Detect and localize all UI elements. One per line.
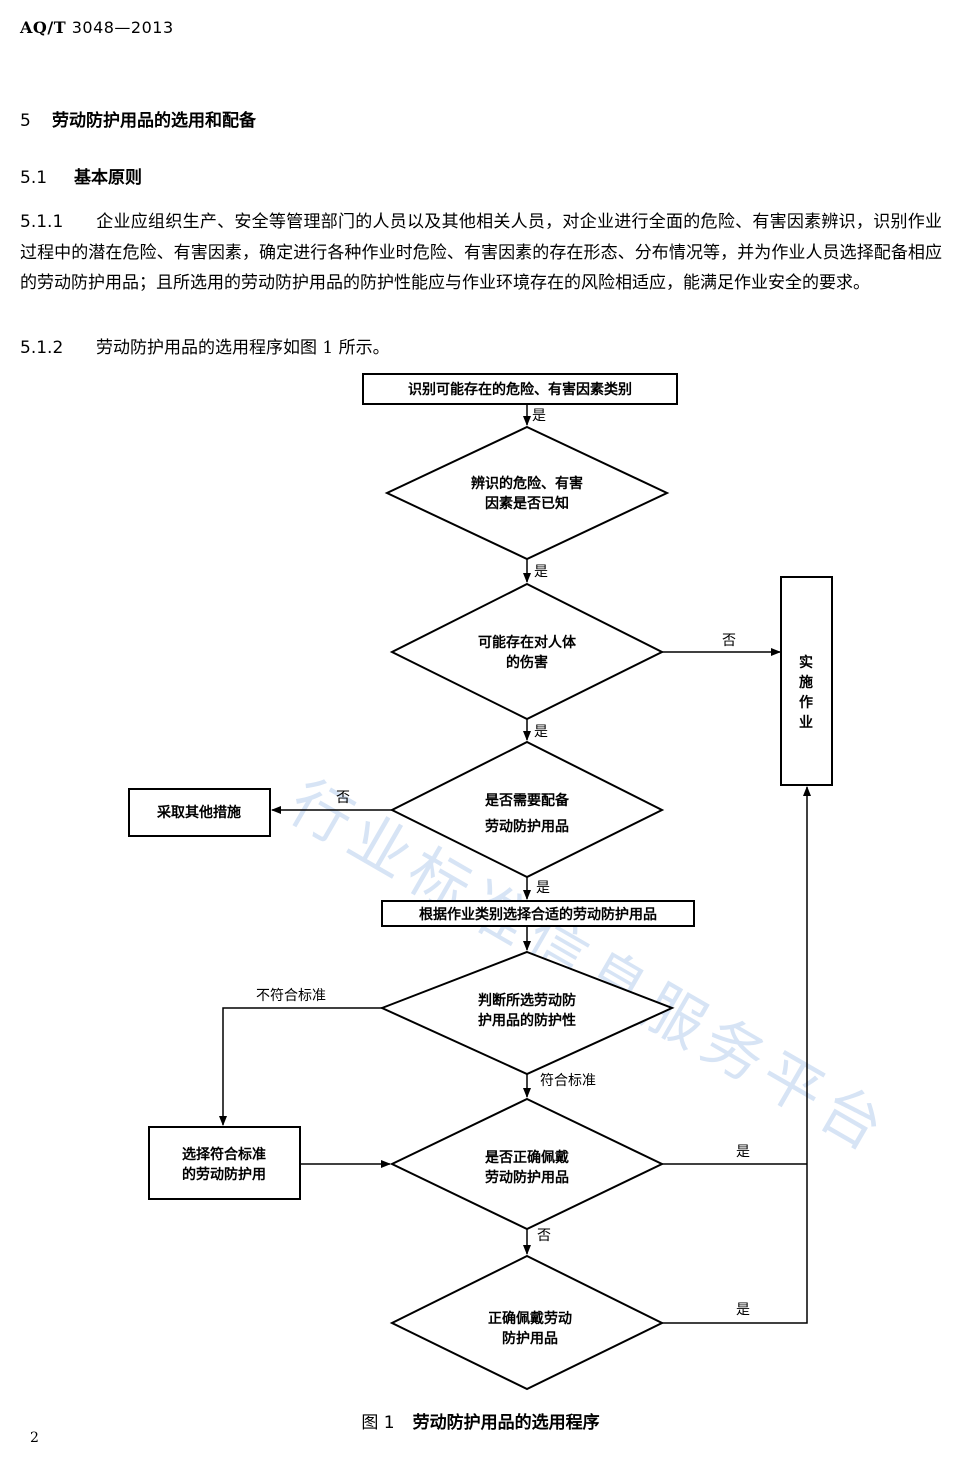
- standard-number: 3048—2013: [71, 18, 174, 37]
- clause-text: 劳动防护用品的选用程序如图 1 所示。: [96, 338, 390, 358]
- arrow-d4-choose-std: [219, 1007, 382, 1126]
- decision-label: 的伤害: [506, 654, 548, 671]
- other-measures-box: [128, 788, 271, 837]
- section-number: 5: [20, 111, 31, 131]
- implement-work-box: [780, 576, 833, 786]
- clause-number: 5.1.1: [20, 212, 64, 232]
- decision-label: 劳动防护用品: [485, 818, 569, 835]
- paragraph-5-1-2: 5.1.2 劳动防护用品的选用程序如图 1 所示。: [20, 333, 942, 364]
- yes-label: 是: [736, 1144, 750, 1160]
- decision-label: 判断所选劳动防: [478, 992, 576, 1009]
- choose-standard-label: 的劳动防护用: [182, 1166, 266, 1183]
- section-5-heading: 5 劳动防护用品的选用和配备: [20, 106, 256, 131]
- section-title: 劳动防护用品的选用和配备: [52, 111, 256, 131]
- yes-label: 是: [534, 724, 548, 740]
- select-ppe-label: 根据作业类别选择合适的劳动防护用品: [419, 906, 657, 923]
- decision-label: 可能存在对人体: [478, 634, 577, 651]
- section-title: 基本原则: [74, 168, 142, 188]
- clause-number: 5.1.2: [20, 338, 64, 358]
- choose-standard-box: [148, 1126, 301, 1200]
- arrow-d6-work: [662, 786, 811, 1324]
- decision-label: 因素是否已知: [485, 495, 569, 512]
- standard-header: AQ/T 3048—2013: [20, 18, 174, 37]
- yes-label: 是: [536, 880, 550, 896]
- figure-caption: 图 1 劳动防护用品的选用程序: [0, 1408, 961, 1433]
- other-measures-label: 采取其他措施: [156, 804, 241, 821]
- yes-label: 是: [532, 408, 546, 424]
- no-label: 否: [537, 1228, 551, 1244]
- start-box-label: 识别可能存在的危险、有害因素类别: [408, 381, 632, 398]
- no-label: 否: [722, 633, 736, 649]
- decision-wear-correctly: [389, 1254, 665, 1391]
- decision-label: 辨识的危险、有害: [471, 475, 583, 492]
- not-meets-std-label: 不符合标准: [256, 988, 326, 1004]
- choose-standard-label: 选择符合标准: [182, 1146, 266, 1163]
- decision-label: 是否正确佩戴: [485, 1149, 569, 1166]
- page-number: 2: [30, 1430, 39, 1446]
- figure-title: 劳动防护用品的选用程序: [412, 1413, 600, 1433]
- section-number: 5.1: [20, 168, 48, 188]
- work-char: 作: [799, 694, 813, 711]
- decision-label: 护用品的防护性: [478, 1012, 576, 1029]
- figure-number: 图 1: [361, 1413, 395, 1433]
- decision-label: 正确佩戴劳动: [488, 1310, 572, 1327]
- yes-label: 是: [534, 564, 548, 580]
- work-char: 实: [799, 654, 813, 671]
- work-char: 业: [799, 715, 813, 731]
- decision-possible-harm: [389, 582, 665, 721]
- decision-label: 是否需要配备: [485, 792, 570, 809]
- no-label: 否: [336, 790, 350, 806]
- work-char: 施: [799, 674, 813, 691]
- section-5-1-heading: 5.1 基本原则: [20, 163, 142, 188]
- standard-prefix: AQ/T: [20, 18, 67, 37]
- start-box: [362, 373, 678, 405]
- decision-hazard-known: [384, 425, 670, 561]
- yes-label: 是: [736, 1302, 750, 1318]
- decision-label: 劳动防护用品: [485, 1169, 569, 1186]
- decision-label: 防护用品: [502, 1330, 558, 1347]
- clause-text: 企业应组织生产、安全等管理部门的人员以及其他相关人员，对企业进行全面的危险、有害…: [20, 212, 942, 293]
- meets-std-label: 符合标准: [540, 1073, 596, 1089]
- select-ppe-box: [381, 900, 695, 927]
